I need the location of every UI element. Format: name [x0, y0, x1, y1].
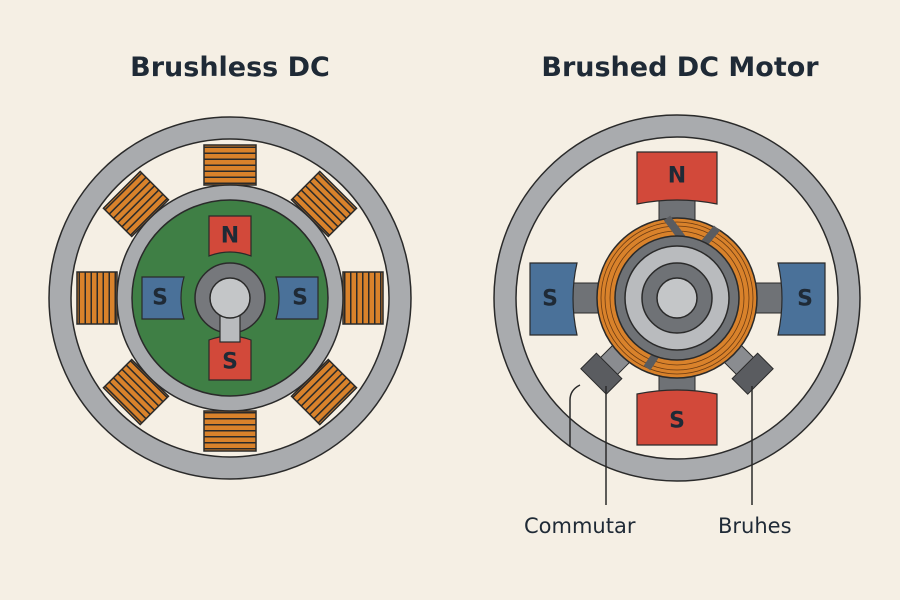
coil [342, 271, 384, 325]
south-label-left: S [542, 287, 558, 312]
south-label-left: S [152, 286, 168, 311]
shaft [209, 277, 251, 319]
north-magnet [636, 151, 718, 205]
shaft [656, 277, 698, 319]
commutator-label: Commutar [524, 514, 636, 538]
coil [203, 144, 257, 186]
south-label-right: S [797, 287, 813, 312]
south-label-right: S [292, 286, 308, 311]
south-label-bottom: S [222, 350, 238, 375]
north-magnet [208, 215, 252, 257]
south-magnet-right [275, 276, 319, 320]
south-magnet-left [141, 276, 185, 320]
stator-ring [494, 115, 860, 481]
coil [203, 410, 257, 452]
brushed-motor: N S S S [493, 114, 861, 482]
coil [76, 271, 118, 325]
wire [569, 384, 581, 447]
coil [290, 170, 358, 238]
north-label: N [221, 224, 239, 249]
south-magnet-bottom [636, 389, 718, 446]
brushless-title: Brushless DC [130, 52, 330, 83]
south-magnet-left [529, 262, 578, 336]
south-magnet-right [777, 262, 826, 336]
brushless-motor: N S S S [48, 116, 412, 480]
brushes-label: Bruhes [718, 514, 792, 538]
stator-ring [49, 117, 411, 479]
south-label-bottom: S [669, 409, 685, 434]
brushed-title: Brushed DC Motor [541, 52, 819, 83]
north-label: N [668, 164, 686, 189]
stator-coils [76, 144, 384, 452]
